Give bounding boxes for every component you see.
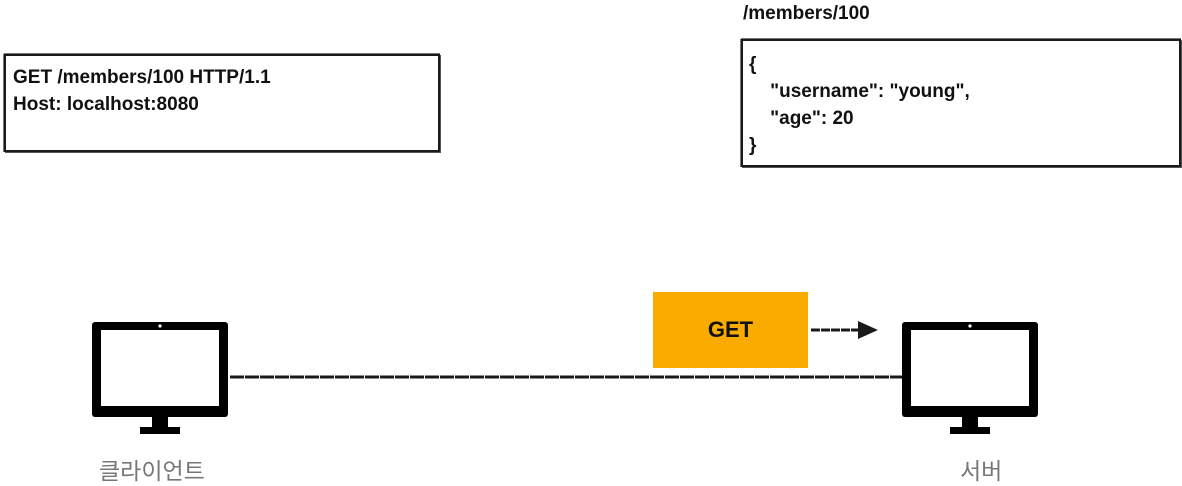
json-line: }: [749, 135, 757, 156]
request-line: GET /members/100 HTTP/1.1: [13, 67, 271, 88]
get-method-badge: GET: [653, 292, 808, 368]
response-body-box: { "username": "young", "age": 20 }: [741, 39, 1181, 167]
request-message-box: GET /members/100 HTTP/1.1 Host: localhos…: [4, 54, 440, 152]
json-line: {: [749, 54, 757, 75]
client-monitor-icon: [92, 322, 228, 434]
get-method-label: GET: [707, 317, 754, 342]
resource-path: /members/100: [743, 3, 870, 24]
json-line: "age": 20: [749, 108, 854, 129]
server-monitor-icon: [902, 322, 1038, 434]
request-host-line: Host: localhost:8080: [13, 94, 199, 115]
json-line: "username": "young",: [749, 81, 970, 102]
arrow-right-icon: [811, 321, 878, 339]
